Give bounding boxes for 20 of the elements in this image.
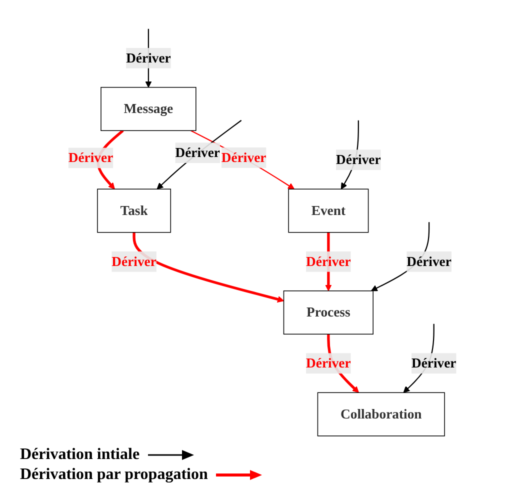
edge-label: Dériver <box>126 50 171 66</box>
edge-label: Dériver <box>175 144 220 160</box>
arrow <box>132 232 284 303</box>
arrow <box>190 130 295 190</box>
edge-label: Dériver <box>306 355 351 371</box>
edge-label: Dériver <box>112 254 156 269</box>
node-box: Message <box>100 86 196 131</box>
legend-text: Dérivation par propagation <box>20 466 208 484</box>
node-box: Collaboration <box>317 392 445 436</box>
legend-text: Dérivation intiale <box>20 446 140 464</box>
edge-label: Dériver <box>406 254 452 269</box>
edge-label: Dériver <box>336 152 381 168</box>
node-box: Task <box>97 188 172 233</box>
arrow <box>156 120 242 190</box>
node-box: Event <box>288 188 369 233</box>
node-box: Process <box>283 290 374 335</box>
edge-label: Dériver <box>68 150 114 166</box>
edge-label: Dériver <box>221 150 266 165</box>
edge-label: Dériver <box>411 355 456 371</box>
edge-label: Dériver <box>306 254 351 269</box>
